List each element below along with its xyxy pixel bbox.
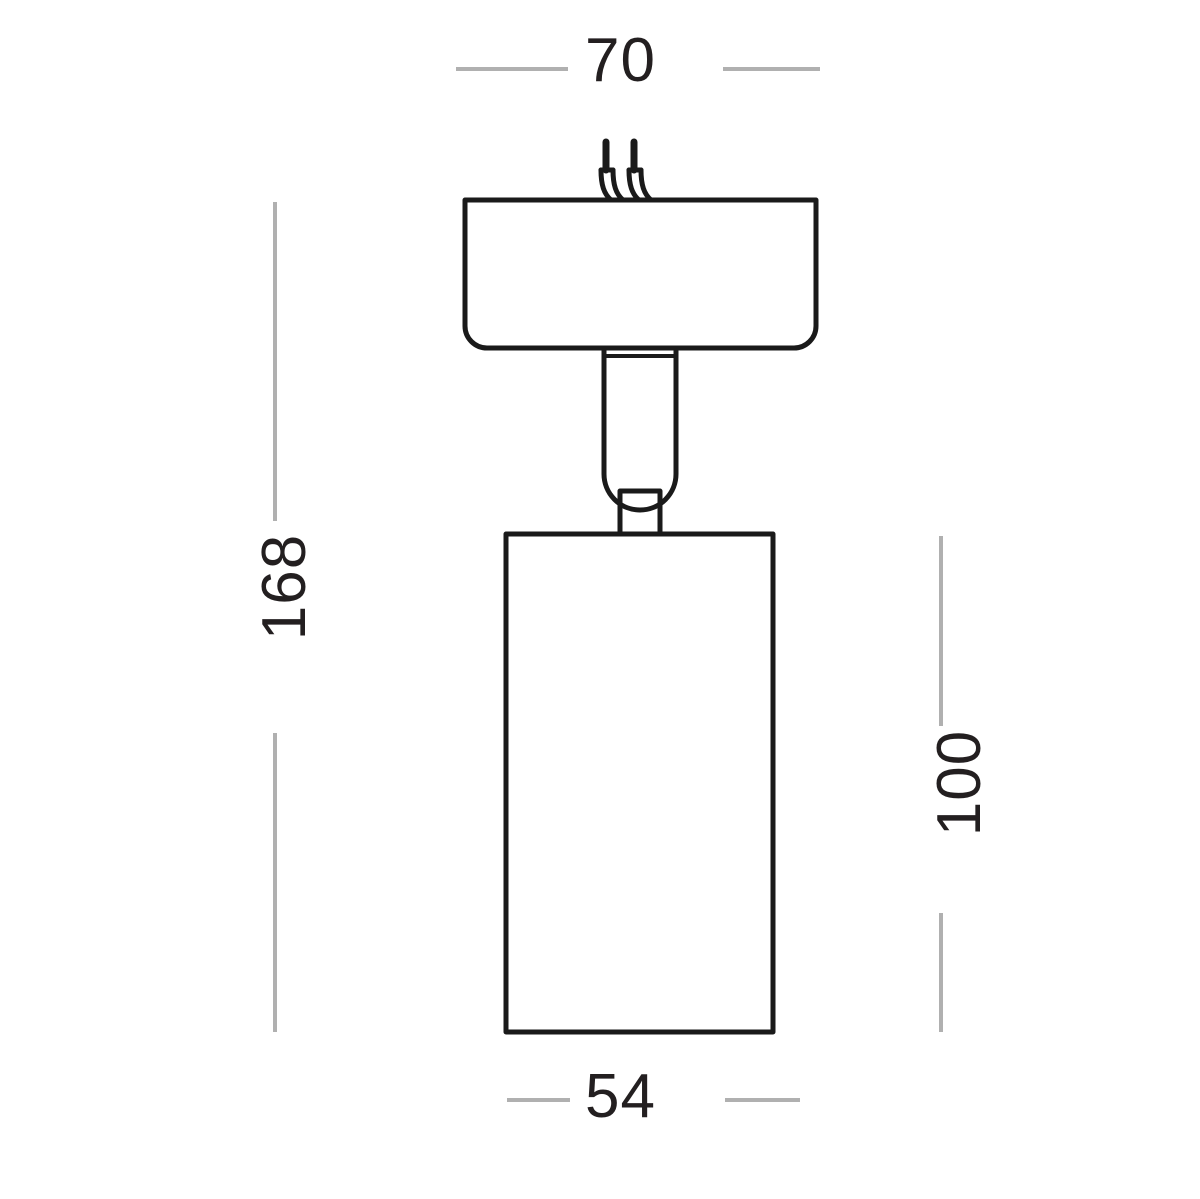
- ceiling-mount-plate: [462, 197, 819, 351]
- dimension-lines: [273, 67, 943, 1102]
- wire-left-leg-outer: [598, 167, 614, 203]
- dimension-label-height-body: 100: [925, 729, 995, 837]
- wire-left-leg-inner: [610, 167, 626, 203]
- wire-right-leg-outer: [626, 167, 642, 203]
- dimension-label-height-total: 168: [250, 533, 320, 641]
- cylindrical-lamp-body: [503, 531, 776, 1035]
- dimension-label-width-bottom: 54: [585, 1062, 656, 1131]
- adjustable-neck-arm: [601, 345, 679, 513]
- supply-wires: [598, 138, 654, 203]
- product-outline: [462, 138, 819, 1035]
- dimension-label-width-top: 70: [585, 26, 656, 95]
- wire-right-leg-inner: [638, 167, 654, 203]
